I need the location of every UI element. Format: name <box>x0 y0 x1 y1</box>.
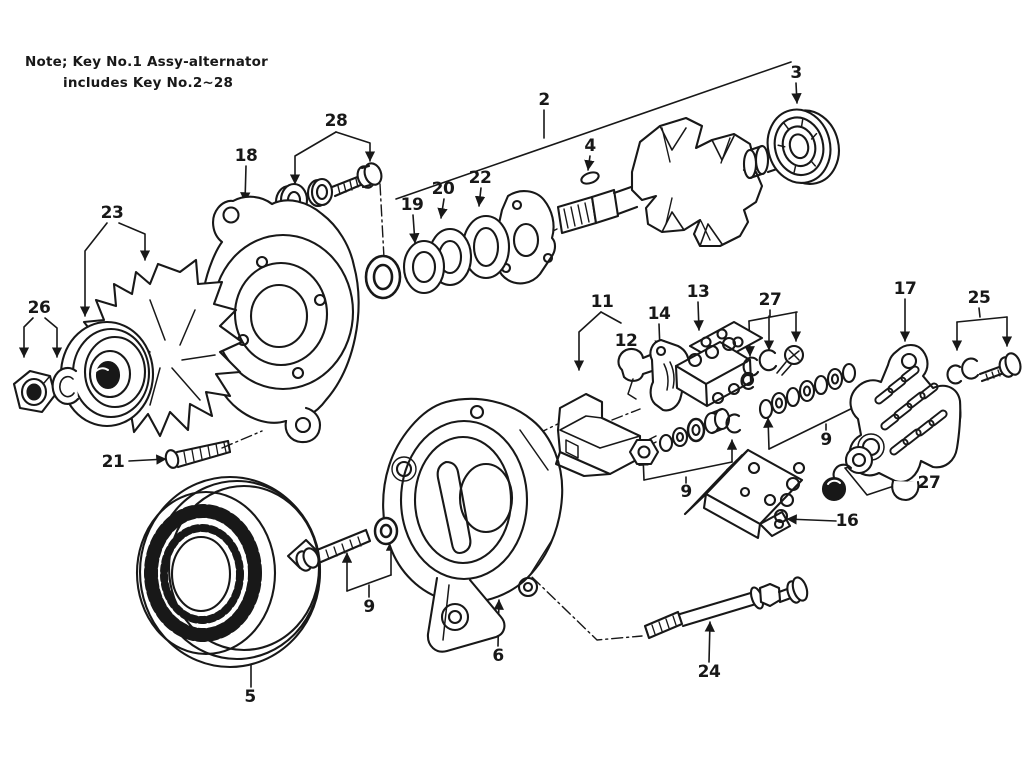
washer-chain-right-drawing <box>740 362 857 420</box>
part-label-19: 19 <box>400 195 424 215</box>
part-label-18: 18 <box>234 146 258 166</box>
part-label-21: 21 <box>101 452 125 472</box>
bearing-drawing <box>766 108 840 185</box>
stator-drawing <box>135 475 322 669</box>
part-label-24: 24 <box>697 662 721 682</box>
brush-holder-drawing <box>554 338 690 478</box>
bolt-washer-pair-drawing <box>295 516 399 572</box>
part-label-2: 2 <box>538 90 550 110</box>
screw-set-upper-drawing <box>742 344 805 377</box>
front-housing-drawing <box>199 195 360 444</box>
part-label-9: 9 <box>820 430 832 450</box>
part-label-14: 14 <box>647 304 671 324</box>
part-label-17: 17 <box>893 279 917 299</box>
part-label-9: 9 <box>363 597 375 617</box>
rotor-assembly-drawing <box>556 116 793 248</box>
screw-set-right-drawing <box>946 352 1022 385</box>
through-bolt-drawing <box>643 576 809 640</box>
part-label-6: 6 <box>492 646 504 666</box>
rear-housing-drawing <box>382 397 564 653</box>
part-label-16: 16 <box>835 511 859 531</box>
nut-chain-lower-drawing <box>821 445 874 502</box>
part-label-13: 13 <box>686 282 710 302</box>
part-label-26: 26 <box>27 298 51 318</box>
part-label-11: 11 <box>590 292 614 312</box>
pulley-nut-drawing <box>12 366 80 414</box>
pulley-drawing <box>59 320 155 428</box>
regulator-drawing <box>683 448 806 540</box>
note-line-1: Note; Key No.1 Assy-alternator <box>25 54 268 70</box>
terminal-hardware-middle-drawing <box>628 407 742 466</box>
part-label-28: 28 <box>324 111 348 131</box>
note-text: Note; Key No.1 Assy-alternator includes … <box>25 52 268 94</box>
part-label-5: 5 <box>244 687 256 707</box>
shaft-washers-drawing <box>364 190 557 300</box>
part-label-27: 27 <box>917 473 941 493</box>
part-label-9: 9 <box>680 482 692 502</box>
part-label-3: 3 <box>790 63 802 83</box>
part-label-22: 22 <box>468 168 492 188</box>
part-label-12: 12 <box>614 331 638 351</box>
rectifier-drawing <box>674 320 764 408</box>
note-line-2: includes Key No.2~28 <box>63 74 234 91</box>
leader-lines <box>18 61 1013 688</box>
part-label-23: 23 <box>100 203 124 223</box>
part-label-4: 4 <box>584 136 596 156</box>
rear-cover-drawing <box>848 343 962 502</box>
part-label-25: 25 <box>967 288 991 308</box>
part-label-27: 27 <box>758 290 782 310</box>
small-screw-drawing <box>164 439 232 469</box>
part-label-20: 20 <box>431 179 455 199</box>
